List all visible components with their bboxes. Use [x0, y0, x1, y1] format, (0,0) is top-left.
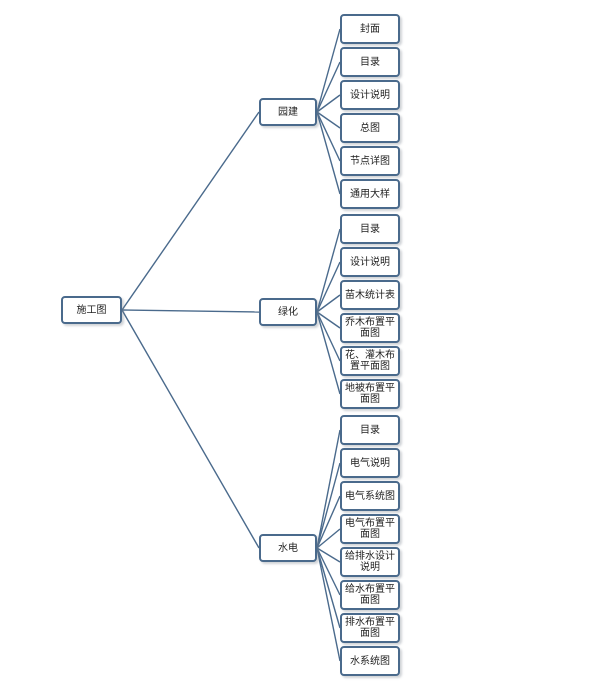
- connector-line: [316, 61, 341, 113]
- leaf-label: 花、灌木布置平面图: [345, 350, 395, 372]
- leaf-node: 给排水设计说明: [340, 547, 400, 577]
- leaf-node: 目录: [340, 214, 400, 244]
- leaf-label: 乔木布置平面图: [345, 317, 395, 339]
- connector-line: [316, 528, 341, 549]
- branch-label: 园建: [278, 106, 298, 118]
- leaf-label: 电气布置平面图: [345, 518, 395, 540]
- connector-line: [316, 261, 341, 313]
- connector-line: [316, 311, 341, 362]
- connector-line: [316, 111, 341, 162]
- connector-line: [316, 429, 341, 549]
- connector-line: [316, 495, 341, 549]
- leaf-label: 电气说明: [350, 457, 390, 469]
- leaf-label: 目录: [360, 223, 380, 235]
- connector-line: [316, 228, 341, 313]
- leaf-node: 给水布置平面图: [340, 580, 400, 610]
- leaf-node: 花、灌木布置平面图: [340, 346, 400, 376]
- leaf-label: 水系统图: [350, 655, 390, 667]
- leaf-label: 总图: [360, 122, 380, 134]
- leaf-node: 地被布置平面图: [340, 379, 400, 409]
- leaf-node: 设计说明: [340, 80, 400, 110]
- connector-line: [316, 547, 341, 596]
- connector-line: [316, 294, 341, 313]
- leaf-node: 水系统图: [340, 646, 400, 676]
- connector-line: [316, 311, 341, 395]
- leaf-label: 目录: [360, 56, 380, 68]
- leaf-node: 设计说明: [340, 247, 400, 277]
- leaf-label: 苗木统计表: [345, 289, 395, 301]
- leaf-node: 乔木布置平面图: [340, 313, 400, 343]
- leaf-label: 给水布置平面图: [345, 584, 395, 606]
- leaf-label: 电气系统图: [345, 490, 395, 502]
- leaf-node: 通用大样: [340, 179, 400, 209]
- leaf-label: 地被布置平面图: [345, 383, 395, 405]
- connector-line: [316, 28, 341, 113]
- leaf-node: 电气布置平面图: [340, 514, 400, 544]
- connector-line: [316, 462, 341, 549]
- leaf-label: 节点详图: [350, 155, 390, 167]
- connector-line: [316, 111, 341, 129]
- connector-line: [316, 94, 341, 113]
- leaf-node: 封面: [340, 14, 400, 44]
- leaf-label: 通用大样: [350, 188, 390, 200]
- root-label: 施工图: [76, 304, 107, 316]
- branch-label: 绿化: [278, 306, 298, 318]
- leaf-node: 节点详图: [340, 146, 400, 176]
- branch-node-lvhua: 绿化: [259, 298, 317, 326]
- connector-line: [121, 309, 260, 313]
- leaf-node: 目录: [340, 415, 400, 445]
- connector-line: [316, 547, 341, 662]
- leaf-label: 封面: [360, 23, 380, 35]
- branch-node-shuidian: 水电: [259, 534, 317, 562]
- leaf-label: 给排水设计说明: [345, 551, 395, 573]
- leaf-node: 总图: [340, 113, 400, 143]
- root-node: 施工图: [61, 296, 122, 324]
- leaf-label: 排水布置平面图: [345, 617, 395, 639]
- connector-line: [121, 309, 260, 549]
- leaf-label: 设计说明: [350, 89, 390, 101]
- connector-line: [316, 547, 341, 563]
- leaf-node: 电气说明: [340, 448, 400, 478]
- connector-line: [316, 111, 341, 195]
- leaf-node: 目录: [340, 47, 400, 77]
- branch-label: 水电: [278, 542, 298, 554]
- connector-line: [316, 547, 341, 629]
- connector-line: [121, 111, 260, 311]
- connector-line: [316, 311, 341, 329]
- leaf-node: 电气系统图: [340, 481, 400, 511]
- branch-node-yuanjian: 园建: [259, 98, 317, 126]
- leaf-node: 苗木统计表: [340, 280, 400, 310]
- leaf-node: 排水布置平面图: [340, 613, 400, 643]
- leaf-label: 目录: [360, 424, 380, 436]
- leaf-label: 设计说明: [350, 256, 390, 268]
